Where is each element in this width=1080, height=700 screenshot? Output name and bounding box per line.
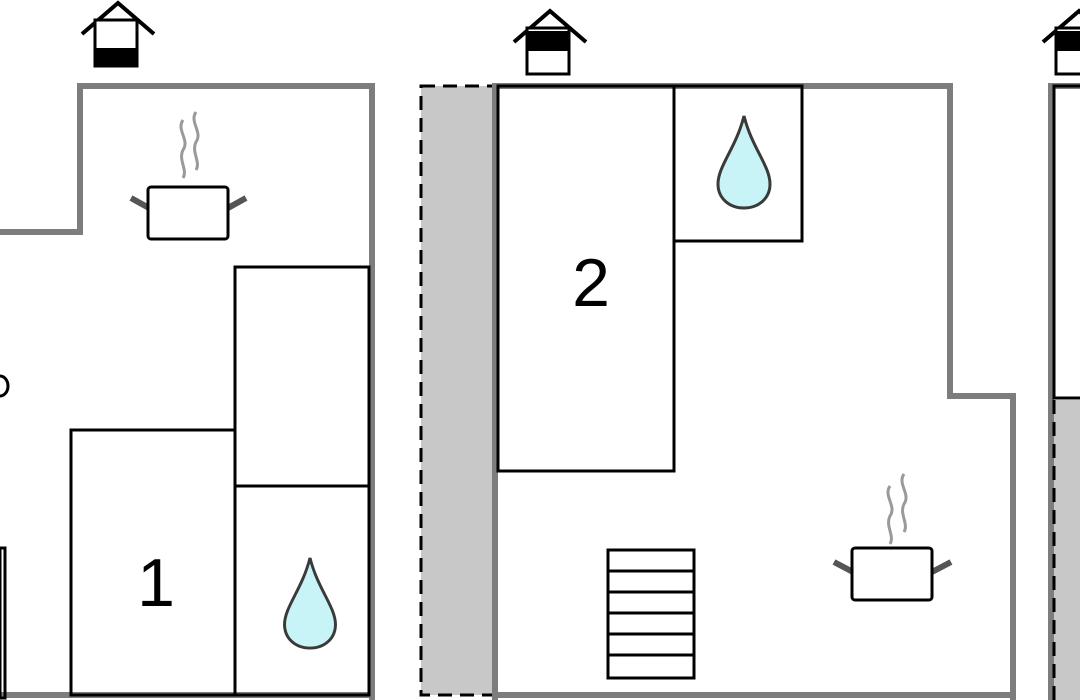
terrace-partial <box>1054 400 1080 700</box>
cooking-pot-icon <box>832 473 953 602</box>
room-number-2: 2 <box>572 245 610 321</box>
terrace <box>419 84 497 697</box>
room-closet <box>233 265 371 488</box>
bathroom-1 <box>233 484 371 697</box>
staircase-icon <box>606 548 696 680</box>
unit-middle: 2 <box>419 9 1016 700</box>
room-partial <box>1052 84 1080 400</box>
cooking-pot-icon <box>129 111 248 241</box>
unit-right <box>1041 9 1080 700</box>
water-drop-icon <box>283 556 337 650</box>
room-number-1: 1 <box>137 545 175 621</box>
unit-left: 1 <box>0 1 375 700</box>
house-entrance-icon <box>80 1 156 68</box>
water-drop-icon <box>716 114 772 210</box>
house-entrance-icon <box>512 9 588 76</box>
room-2 <box>496 84 676 473</box>
bathroom-2 <box>672 84 804 243</box>
house-entrance-icon <box>1041 9 1080 76</box>
